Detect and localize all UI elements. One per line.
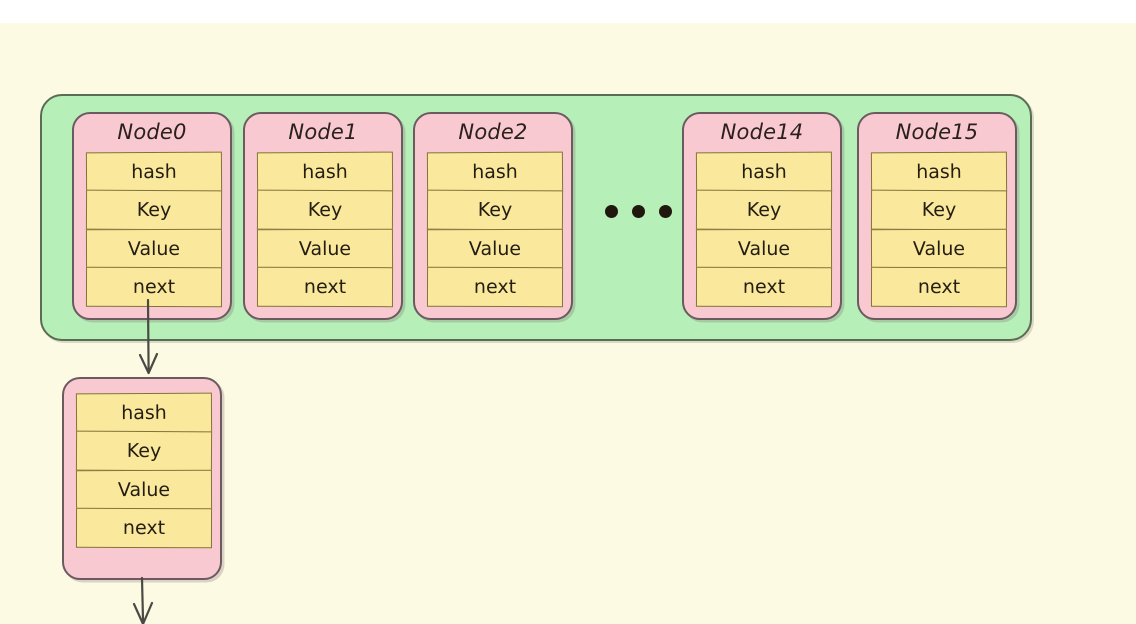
ellipsis-dot — [605, 205, 618, 218]
ellipsis-dot — [632, 205, 645, 218]
node-card-1[interactable]: Node1 hash Key Value next — [243, 112, 403, 320]
node-field-next: next — [870, 267, 1008, 308]
node-field-key: Key — [256, 190, 394, 231]
node-field-hash: hash — [695, 151, 833, 193]
node-field-next: next — [75, 508, 213, 549]
node-title-0: Node0 — [117, 120, 187, 144]
node-field-key: Key — [870, 190, 1008, 231]
node-card-14[interactable]: Node14 hash Key Value next — [682, 112, 842, 320]
node-fields-0: hash Key Value next — [85, 151, 223, 308]
node-title-2: Node2 — [458, 120, 528, 144]
node-field-value: Value — [695, 228, 833, 270]
node-field-key: Key — [75, 431, 213, 472]
node-field-value: Value — [870, 228, 1008, 270]
node-field-value: Value — [426, 228, 564, 270]
node-field-key: Key — [426, 190, 564, 231]
node-fields-2: hash Key Value next — [426, 151, 564, 308]
node-title-1: Node1 — [288, 120, 358, 144]
node-field-hash: hash — [426, 151, 564, 193]
node-card-15[interactable]: Node15 hash Key Value next — [857, 112, 1017, 320]
node-field-key: Key — [85, 190, 223, 231]
node-field-next: next — [256, 267, 394, 308]
node-field-hash: hash — [85, 151, 223, 193]
node-field-value: Value — [75, 469, 213, 511]
node-fields-1: hash Key Value next — [256, 151, 394, 308]
node-field-hash: hash — [75, 392, 213, 434]
bucket-table-container: Node0 hash Key Value next Node1 hash Key… — [40, 94, 1032, 341]
node-fields-14: hash Key Value next — [695, 151, 833, 308]
node-field-next: next — [695, 267, 833, 308]
node-fields-15: hash Key Value next — [870, 151, 1008, 308]
node-field-value: Value — [256, 228, 394, 270]
ellipsis-icon — [605, 205, 672, 218]
node-title-15: Node15 — [895, 120, 979, 144]
node-field-hash: hash — [870, 151, 1008, 193]
overflow-node-fields: hash Key Value next — [75, 392, 213, 549]
node-field-key: Key — [695, 190, 833, 231]
node-field-next: next — [85, 267, 223, 308]
node-field-value: Value — [85, 228, 223, 270]
node-field-hash: hash — [256, 151, 394, 193]
node-title-14: Node14 — [720, 120, 804, 144]
node-card-0[interactable]: Node0 hash Key Value next — [72, 112, 232, 320]
ellipsis-dot — [659, 205, 672, 218]
node-field-next: next — [426, 267, 564, 308]
overflow-node-card[interactable]: hash Key Value next — [62, 377, 222, 580]
node-card-2[interactable]: Node2 hash Key Value next — [413, 112, 573, 320]
